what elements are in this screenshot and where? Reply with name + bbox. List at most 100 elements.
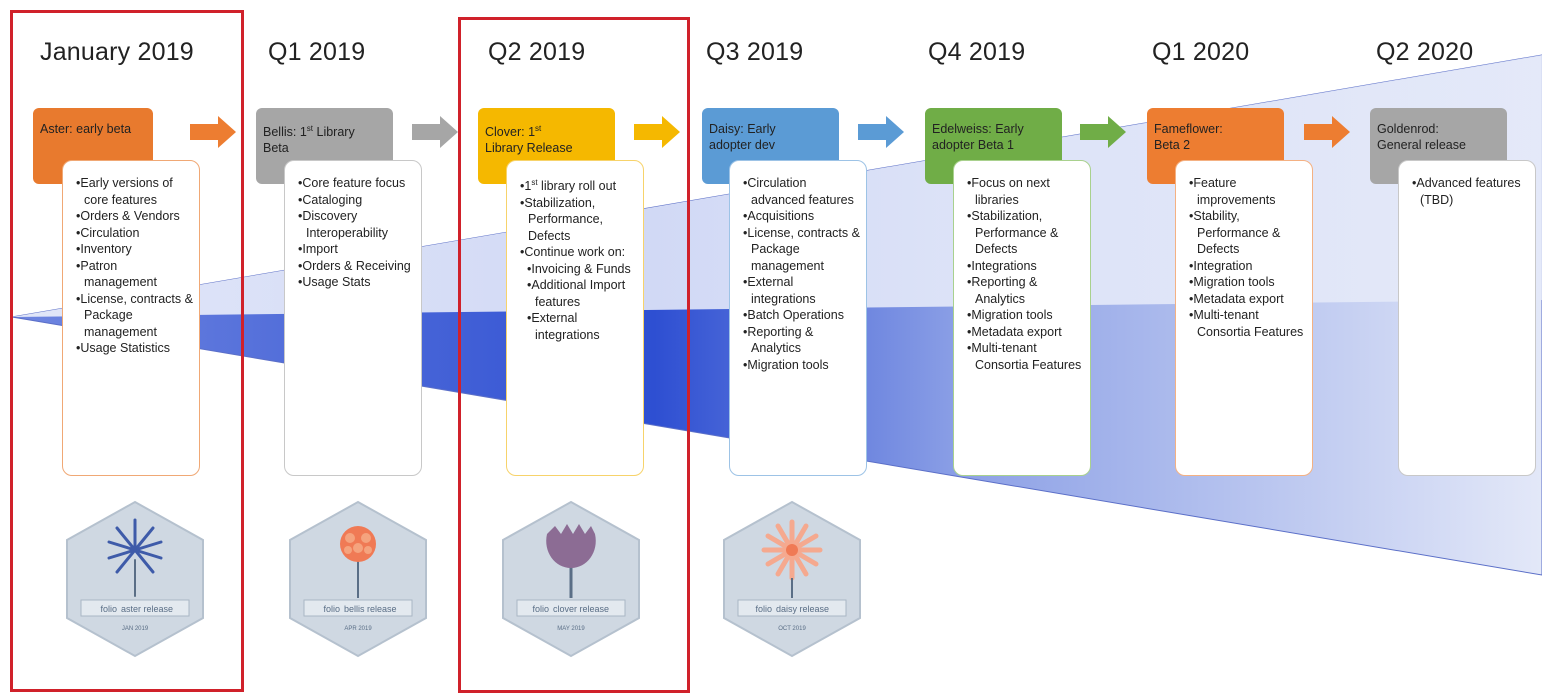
- feature-item: •Orders & Vendors: [76, 209, 180, 223]
- timeline-column-q2-2019: Q2 2019 Clover: 1st Library Release •1st…: [478, 0, 714, 695]
- daisy-release-badge: folio daisy release OCT 2019: [723, 500, 861, 658]
- release-label-line-1: Bellis: 1st Library: [263, 124, 355, 140]
- release-label-line-1: Aster: early beta: [40, 122, 132, 136]
- feature-card-aster: •Early versions of core features •Orders…: [62, 160, 200, 476]
- feature-item: •Migration tools: [743, 357, 829, 372]
- quarter-label: Q2 2020: [1376, 38, 1474, 66]
- feature-item: •Import: [298, 242, 338, 256]
- feature-item: •Usage Stats: [298, 275, 371, 289]
- badge-label-a: folio: [323, 604, 340, 614]
- feature-item: •Multi-tenant Consortia Features: [1189, 308, 1304, 339]
- badge-date: OCT 2019: [778, 626, 806, 632]
- badge-label-b: daisy release: [776, 604, 829, 614]
- release-label-line-1: Clover: 1st: [485, 124, 542, 140]
- badge-date: MAY 2019: [557, 626, 585, 632]
- feature-card-clover: •1st library roll out •Stabilization, Pe…: [506, 160, 644, 476]
- quarter-label: Q1 2020: [1152, 38, 1250, 66]
- feature-item: •1st library roll out: [520, 178, 617, 194]
- feature-card-edelweiss: •Focus on next libraries •Stabilization,…: [953, 160, 1091, 476]
- feature-item: •Stabilization, Performance, Defects: [520, 195, 604, 243]
- feature-item: •Circulation: [76, 225, 140, 240]
- feature-item: •Stabilization, Performance & Defects: [967, 209, 1059, 256]
- quarter-label: January 2019: [40, 38, 194, 66]
- feature-item: •Discovery Interoperability: [298, 209, 388, 240]
- aster-release-badge: folio aster release JAN 2019: [66, 500, 204, 658]
- feature-subitem: •External integrations: [527, 311, 600, 342]
- timeline-column-q1-2020: Q1 2020 Fameflower: Beta 2 •Feature impr…: [1147, 0, 1378, 695]
- badge-date: APR 2019: [344, 626, 372, 632]
- aster-flower-icon: [107, 518, 163, 597]
- highlight-frame-january-2019: [10, 10, 244, 692]
- arrow-right-icon: [634, 116, 680, 148]
- release-label-line-2: adopter dev: [709, 138, 776, 152]
- release-label-line-2: General release: [1377, 138, 1466, 152]
- release-label-line-1: Goldenrod:: [1377, 122, 1439, 136]
- badge-label-a: folio: [532, 604, 549, 614]
- feature-item: •External integrations: [743, 275, 816, 306]
- arrow-right-icon: [858, 116, 904, 148]
- release-label-line-2: Beta 2: [1154, 138, 1191, 152]
- timeline-column-q2-2020: Q2 2020 Goldenrod: General release •Adva…: [1370, 0, 1542, 695]
- feature-item: •Batch Operations: [743, 308, 844, 322]
- bellis-flower-icon: [340, 526, 376, 598]
- badge-label-b: aster release: [121, 604, 173, 614]
- feature-item: •Circulation advanced features: [743, 176, 854, 207]
- feature-item: •Multi-tenant Consortia Features: [967, 341, 1082, 372]
- release-label-line-2: adopter Beta 1: [932, 138, 1015, 152]
- release-label-line-1: Edelweiss: Early: [932, 122, 1024, 136]
- release-label-clover: Clover: 1st Library Release: [478, 108, 615, 184]
- arrow-right-icon: [412, 116, 458, 148]
- feature-item: •Core feature focus: [298, 176, 406, 190]
- feature-item: •Early versions of core features: [76, 176, 173, 207]
- feature-card-bellis: •Core feature focus •Cataloging •Discove…: [284, 160, 422, 476]
- feature-item: •Inventory: [76, 242, 132, 256]
- badge-date: JAN 2019: [122, 626, 149, 632]
- feature-item: •Focus on next libraries: [967, 176, 1050, 207]
- badge-label-b: bellis release: [344, 604, 397, 614]
- arrow-right-icon: [1080, 116, 1126, 148]
- release-label-line-1: Daisy: Early: [709, 122, 776, 136]
- feature-item: •Migration tools: [967, 308, 1053, 322]
- feature-item: •Integrations: [967, 258, 1037, 273]
- feature-item: •Continue work on:: [520, 245, 626, 260]
- feature-item: •Metadata export: [1189, 291, 1284, 306]
- feature-item: •Advanced features (TBD): [1412, 176, 1521, 207]
- quarter-label: Q3 2019: [706, 38, 804, 66]
- feature-item: •Stability, Performance & Defects: [1189, 209, 1281, 256]
- badge-label-a: folio: [100, 604, 117, 614]
- bellis-release-badge: folio bellis release APR 2019: [289, 500, 427, 658]
- clover-flower-icon: [546, 524, 596, 598]
- quarter-label: Q1 2019: [268, 38, 366, 66]
- feature-item: •Orders & Receiving: [298, 258, 411, 273]
- feature-item: •Migration tools: [1189, 275, 1275, 289]
- arrow-right-icon: [1304, 116, 1350, 148]
- feature-item: •Acquisitions: [743, 209, 815, 223]
- feature-item: •License, contracts & Package management: [743, 225, 860, 273]
- timeline-column-q1-2019: Q1 2019 Bellis: 1st Library Beta •Core f…: [256, 0, 494, 695]
- feature-item: •Feature improvements: [1189, 176, 1276, 207]
- highlight-frame-q2-2019: [458, 17, 690, 693]
- feature-item: •Usage Statistics: [76, 341, 170, 355]
- feature-subitem: •Invoicing & Funds: [527, 261, 631, 276]
- release-label-line-2: Beta: [263, 141, 289, 156]
- quarter-label: Q4 2019: [928, 38, 1026, 66]
- feature-item: •Integration: [1189, 258, 1253, 273]
- feature-item: •Reporting & Analytics: [743, 324, 814, 356]
- feature-item: •Cataloging: [298, 192, 363, 207]
- timeline-column-q3-2019: Q3 2019 Daisy: Early adopter dev •Circul…: [702, 0, 932, 695]
- quarter-label: Q2 2019: [488, 38, 586, 66]
- timeline-column-q4-2019: Q4 2019 Edelweiss: Early adopter Beta 1 …: [925, 0, 1154, 695]
- badge-label-b: clover release: [553, 604, 609, 614]
- feature-item: •Metadata export: [967, 324, 1062, 339]
- release-label-line-2: Library Release: [485, 141, 573, 156]
- feature-item: •Patron management: [76, 258, 157, 290]
- timeline-column-january-2019: January 2019 Aster: early beta •Early ve…: [33, 0, 266, 695]
- feature-card-daisy: •Circulation advanced features •Acquisit…: [729, 160, 867, 476]
- badge-label-a: folio: [755, 604, 772, 614]
- feature-card-goldenrod: •Advanced features (TBD): [1398, 160, 1536, 476]
- feature-item: •Reporting & Analytics: [967, 275, 1038, 306]
- release-label-line-1: Fameflower:: [1154, 122, 1223, 136]
- clover-release-badge: folio clover release MAY 2019: [502, 500, 640, 658]
- feature-card-fameflower: •Feature improvements •Stability, Perfor…: [1175, 160, 1313, 476]
- feature-subitem: •Additional Import features: [527, 278, 626, 309]
